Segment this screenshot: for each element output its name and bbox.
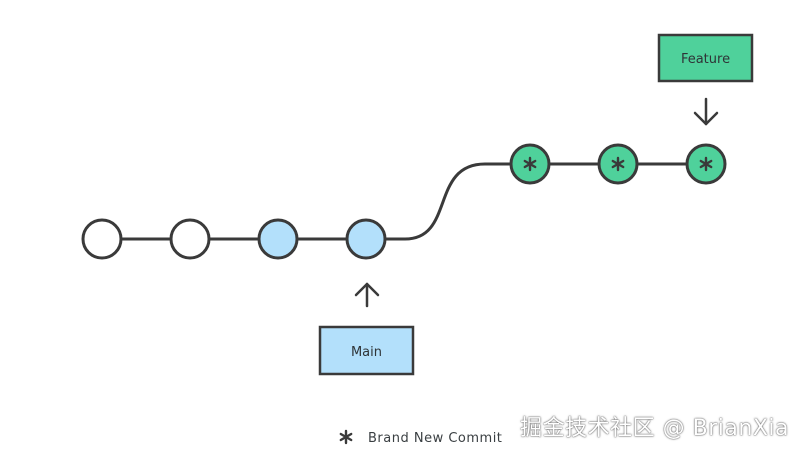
watermark: 掘金技术社区 @ BrianXia [520, 416, 789, 441]
legend-label: Brand New Commit [368, 431, 502, 446]
commit-node [685, 143, 727, 185]
commit-node [509, 143, 551, 185]
legend: Brand New Commit [339, 429, 502, 446]
commit-node [345, 218, 387, 260]
feature-branch-label-text: Feature [681, 52, 730, 67]
asterisk-icon [339, 429, 353, 445]
commit-node [597, 143, 639, 185]
branch-curve [366, 162, 530, 241]
main-branch-label-text: Main [351, 345, 382, 360]
main-pointer-arrow [354, 282, 380, 308]
asterisk-icon [699, 156, 713, 172]
commit-nodes [81, 143, 727, 260]
asterisk-icon [611, 156, 625, 172]
feature-pointer-arrow [693, 97, 719, 126]
main-branch-label: Main [318, 325, 415, 376]
commit-node [257, 218, 299, 260]
commit-node [169, 218, 211, 260]
feature-branch-label: Feature [657, 33, 754, 83]
asterisk-icon [523, 156, 537, 172]
commit-node [81, 218, 123, 260]
